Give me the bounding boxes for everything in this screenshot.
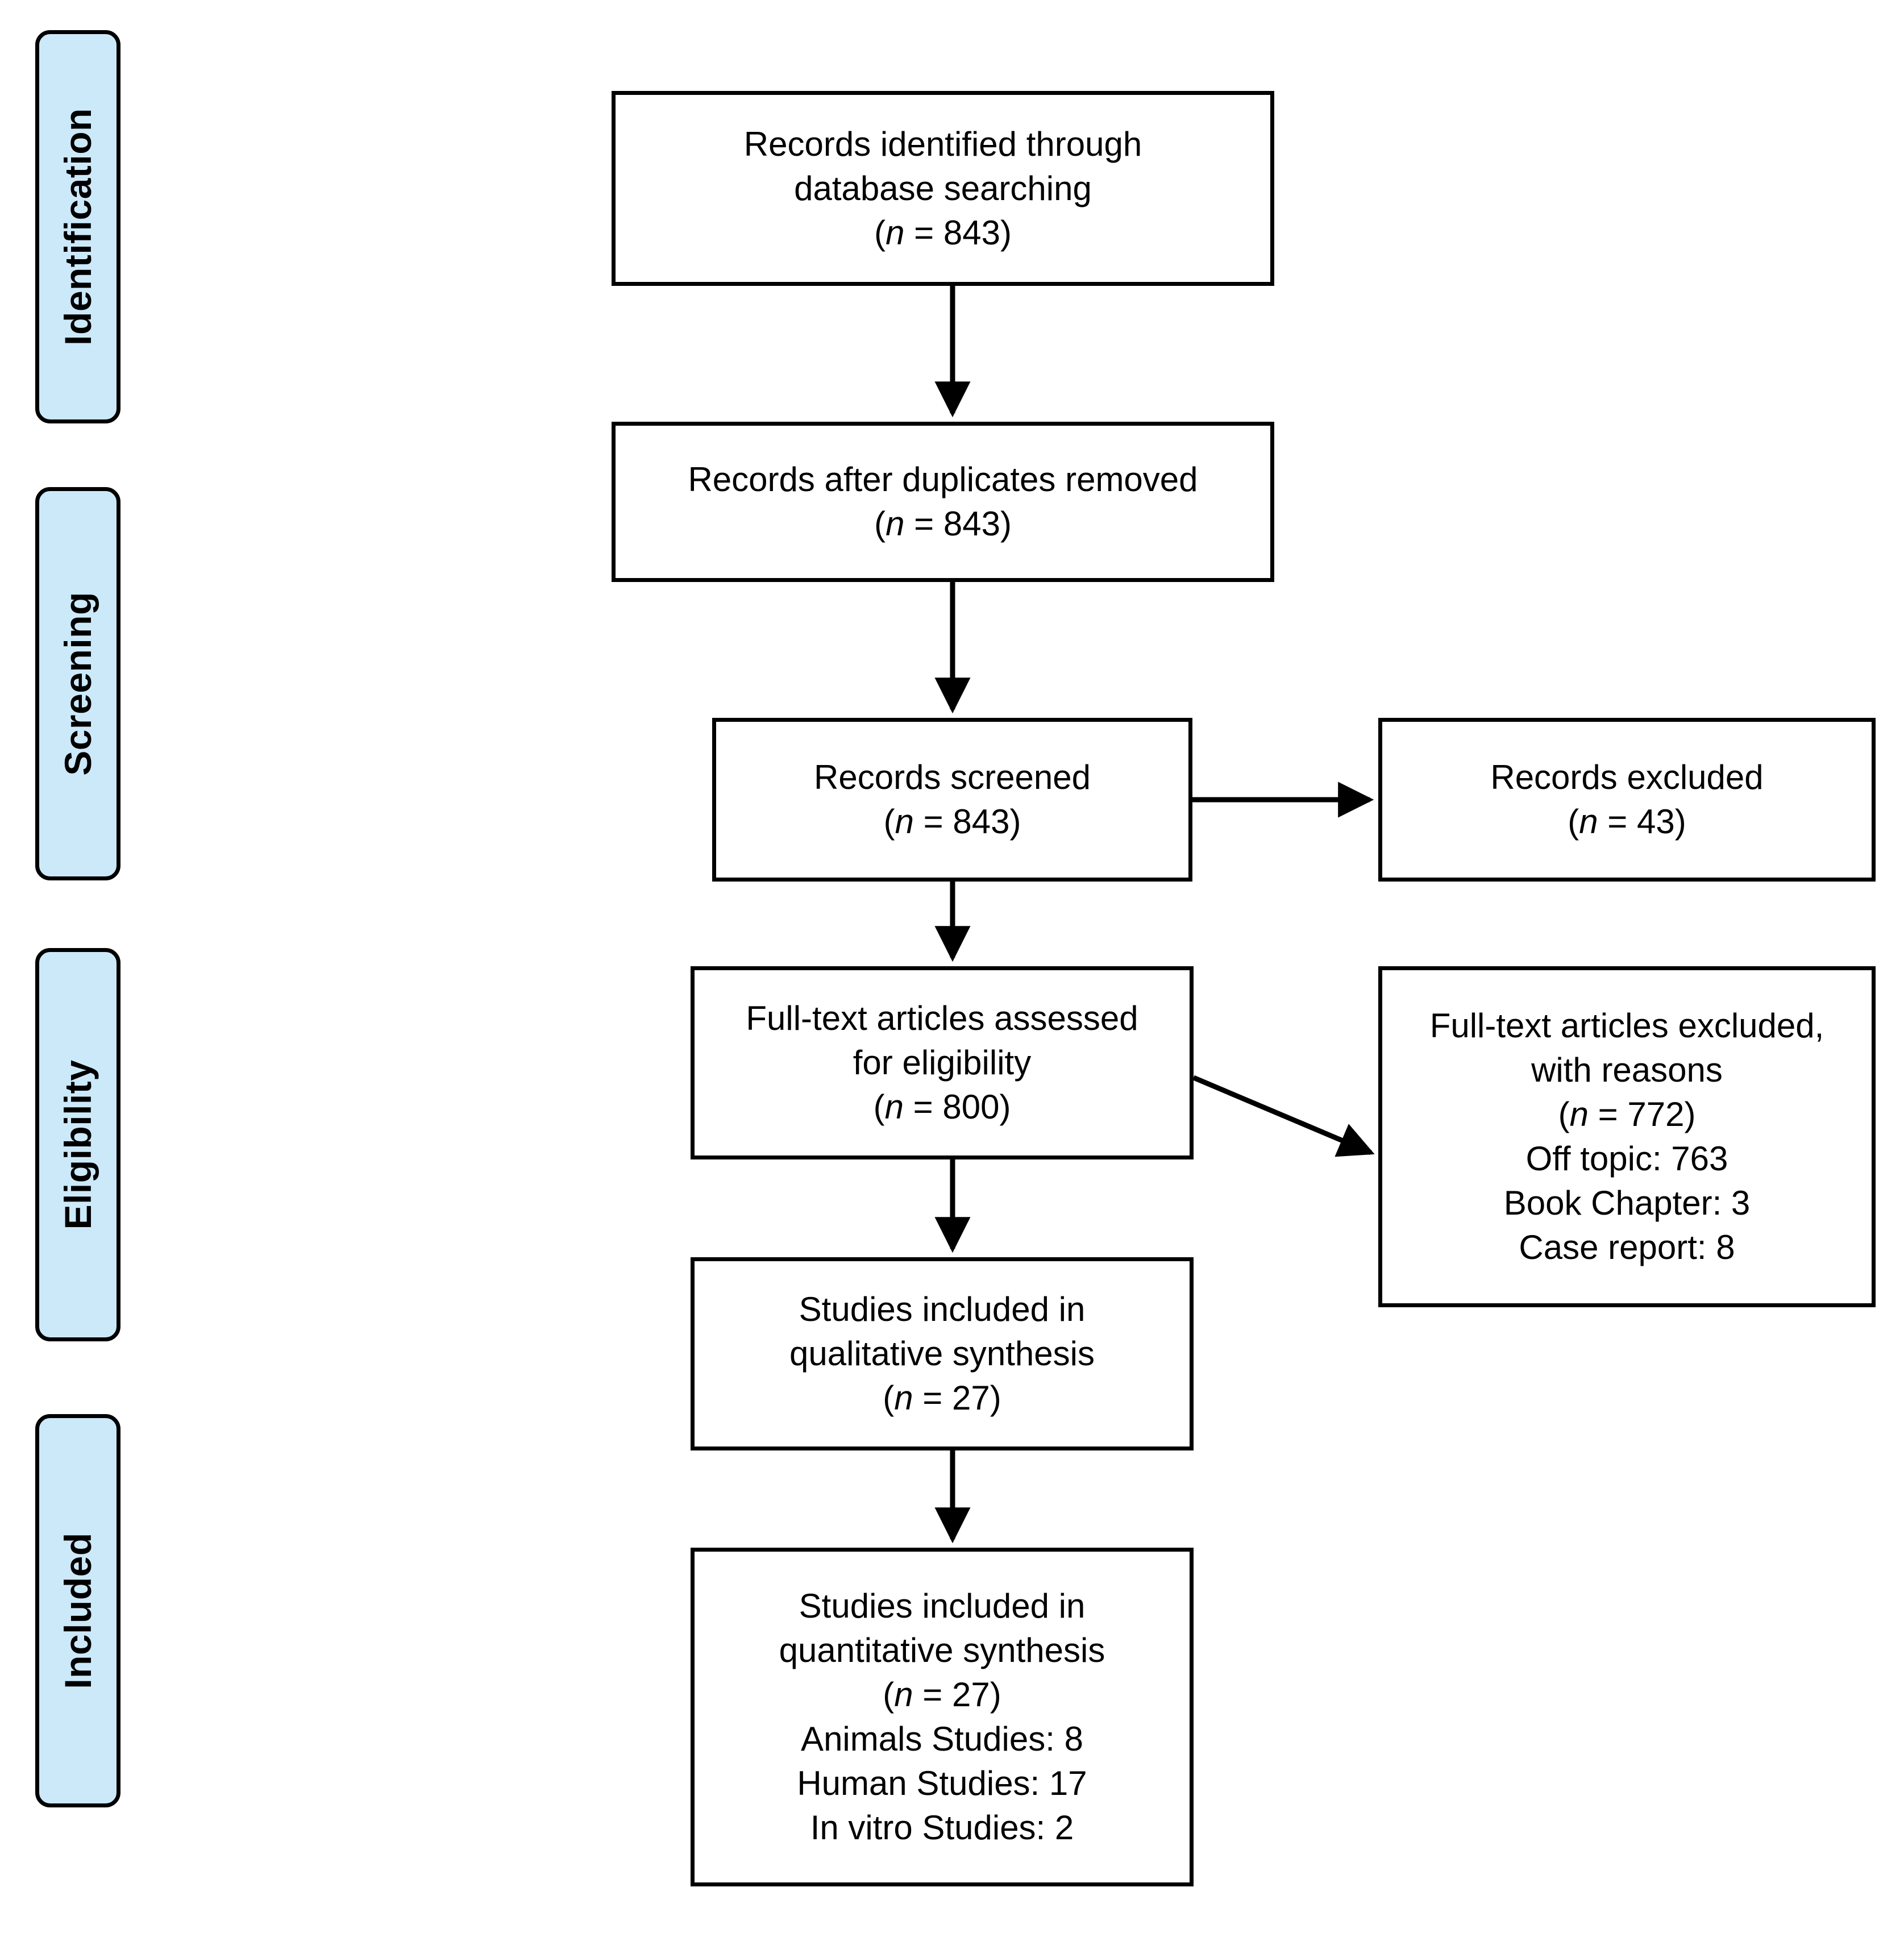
box-line: Studies included in [799,1587,1086,1625]
box-count: (n = 27) [883,1673,1001,1717]
count-paren-open: ( [1568,803,1579,841]
count-paren-open: ( [1558,1095,1570,1133]
box-line: Studies included in [799,1290,1086,1328]
count-equals: = [904,505,943,543]
count-paren-open: ( [873,1088,885,1126]
study-breakdown: In vitro Studies: 2 [810,1809,1074,1847]
count-value: 800 [942,1088,1000,1126]
stage-pill-included: Included [35,1414,120,1807]
count-equals: = [1588,1095,1628,1133]
count-paren-open: ( [883,1676,895,1714]
count-paren-open: ( [874,505,886,543]
stage-label-included: Included [57,1532,99,1689]
exclusion-reason: Off topic: 763 [1525,1140,1728,1178]
count-value: 843 [943,505,1000,543]
box-count: (n = 43) [1568,800,1686,844]
exclusion-reason: Book Chapter: 3 [1503,1184,1751,1222]
count-equals: = [913,1379,952,1417]
arrow-fulltext-to-fulltext-excluded [1192,1075,1375,1157]
box-count: (n = 843) [874,502,1012,546]
box-qualitative-synthesis: Studies included in qualitative synthesi… [691,1257,1194,1450]
count-value: 772 [1627,1095,1685,1133]
box-line: Records identified through [743,124,1142,163]
count-paren-open: ( [883,803,895,841]
box-line: qualitative synthesis [789,1335,1095,1373]
count-symbol: n [895,803,914,841]
count-paren-close: ) [1000,505,1012,543]
count-symbol: n [886,213,905,252]
box-line: Records excluded [1490,758,1764,796]
count-symbol: n [1569,1095,1589,1133]
count-value: 27 [952,1379,990,1417]
box-line: Full-text articles excluded, [1429,1007,1824,1045]
count-equals: = [904,213,943,252]
count-equals: = [913,803,953,841]
count-equals: = [903,1088,943,1126]
box-count: (n = 27) [883,1376,1001,1420]
box-count: (n = 843) [874,211,1012,255]
count-paren-close: ) [990,1379,1001,1417]
count-symbol: n [894,1676,913,1714]
box-fulltext-assessed: Full-text articles assessed for eligibil… [691,966,1194,1159]
box-fulltext-excluded: Full-text articles excluded, with reason… [1378,966,1876,1307]
stage-label-eligibility: Eligibility [57,1059,99,1230]
count-paren-close: ) [1000,213,1012,252]
box-count: (n = 772) [1558,1092,1696,1137]
box-records-screened: Records screened (n = 843) [712,718,1192,882]
stage-label-screening: Screening [57,592,99,776]
count-equals: = [913,1676,952,1714]
stage-pill-screening: Screening [35,487,120,880]
box-line: with reasons [1531,1051,1723,1089]
count-symbol: n [894,1379,913,1417]
box-line: database searching [794,169,1092,207]
count-equals: = [1598,803,1637,841]
count-paren-open: ( [883,1379,895,1417]
stage-pill-eligibility: Eligibility [35,948,120,1341]
count-symbol: n [1579,803,1598,841]
box-line: for eligibility [853,1044,1032,1082]
exclusion-reason: Case report: 8 [1519,1228,1735,1266]
box-quantitative-synthesis: Studies included in quantitative synthes… [691,1548,1194,1886]
stage-label-identification: Identification [57,108,99,346]
box-line: Records after duplicates removed [688,460,1198,498]
box-line: quantitative synthesis [779,1631,1105,1669]
study-breakdown: Animals Studies: 8 [801,1720,1083,1758]
count-value: 27 [952,1676,990,1714]
count-symbol: n [884,1088,904,1126]
count-paren-open: ( [874,213,886,252]
stage-pill-identification: Identification [35,30,120,423]
count-symbol: n [886,505,905,543]
box-count: (n = 800) [874,1085,1011,1129]
box-records-after-duplicates: Records after duplicates removed (n = 84… [612,422,1274,582]
box-line: Full-text articles assessed [746,999,1138,1037]
count-value: 843 [943,213,1000,252]
box-count: (n = 843) [884,800,1021,844]
count-paren-close: ) [1684,1095,1696,1133]
count-paren-close: ) [999,1088,1011,1126]
count-paren-close: ) [1009,803,1021,841]
box-records-identified: Records identified through database sear… [612,91,1274,286]
count-paren-close: ) [1674,803,1686,841]
box-line: Records screened [814,758,1091,796]
count-value: 43 [1637,803,1675,841]
count-paren-close: ) [990,1676,1001,1714]
study-breakdown: Human Studies: 17 [797,1764,1087,1802]
box-records-excluded: Records excluded (n = 43) [1378,718,1876,882]
count-value: 843 [953,803,1010,841]
